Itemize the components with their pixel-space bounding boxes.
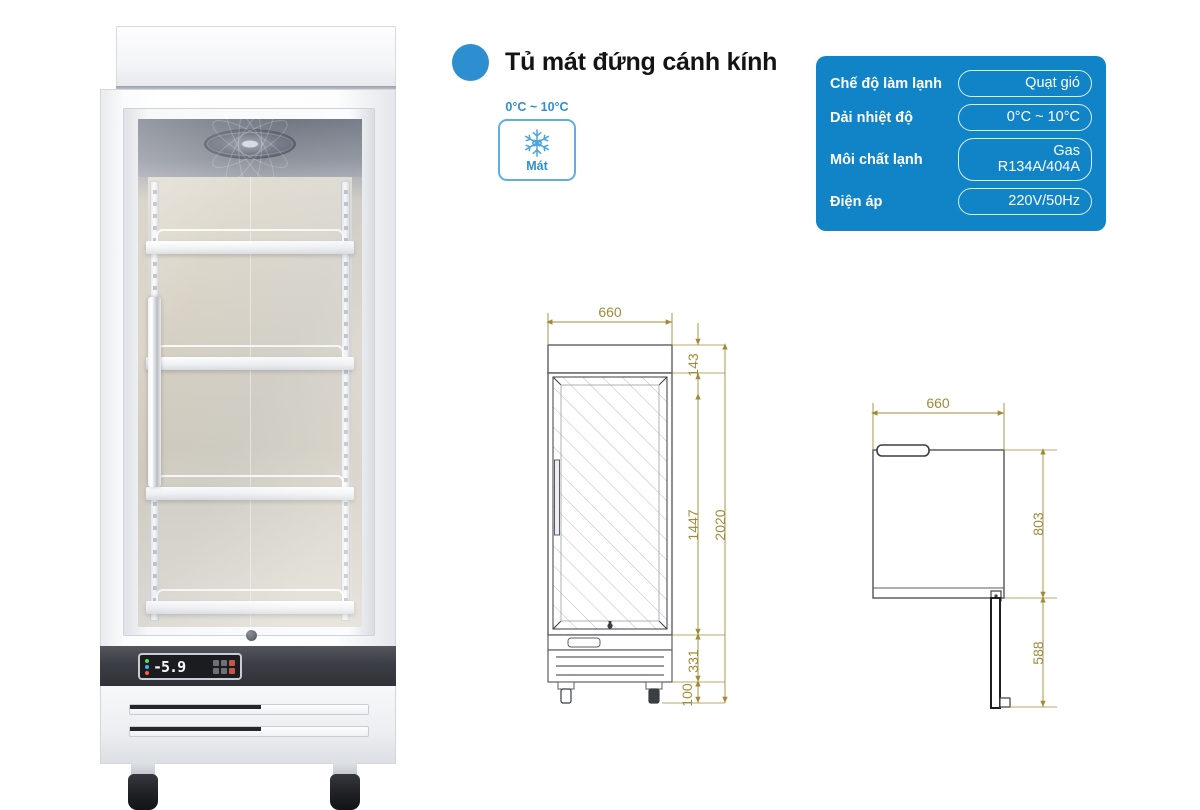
shelf-standard-right [341,181,350,621]
vent-louver [129,704,369,715]
control-button[interactable] [229,659,235,666]
led-blue-icon [145,664,149,669]
dim-front-total: 2020 [712,509,728,540]
shelf [146,229,354,254]
badge-label: Mát [526,158,548,173]
shelf [146,475,354,500]
spec-value: 0°C ~ 10°C [958,104,1092,131]
spec-row: Dải nhiệt độ 0°C ~ 10°C [830,104,1092,131]
dim-front-caster: 100 [679,683,695,707]
dim-top-width: 660 [926,395,950,411]
canopy-shadow [116,86,396,91]
shelf [146,345,354,370]
cabinet-canopy [116,26,396,88]
status-leds [145,658,149,675]
control-button[interactable] [221,659,227,666]
dim-top-depth: 803 [1030,512,1046,536]
spec-key: Điện áp [830,193,883,210]
spec-row: Điện áp 220V/50Hz [830,188,1092,215]
front-view-drawing: 660 143 1447 331 100 2020 [520,295,770,735]
shelf [146,589,354,614]
dim-front-canopy: 143 [685,353,701,377]
product-title-row: Tủ mát đứng cánh kính [452,44,777,81]
specification-panel: Chế độ làm lạnh Quạt gió Dải nhiệt độ 0°… [816,56,1106,231]
spec-value: 220V/50Hz [958,188,1092,215]
bullet-circle-icon [452,44,489,81]
control-button[interactable] [213,659,219,666]
snowflake-icon [525,128,549,157]
vent-louver [129,726,369,737]
control-button[interactable] [213,667,219,674]
control-button[interactable] [221,667,227,674]
product-photo: -5.9 [96,26,396,810]
caster-wheel [128,762,158,810]
page-title: Tủ mát đứng cánh kính [505,48,778,76]
door-handle[interactable] [148,297,161,487]
temperature-display[interactable]: -5.9 [138,653,242,680]
cabinet-interior [138,119,362,627]
base-plinth [100,686,396,764]
temperature-badge: 0°C ~ 10°C Mát [498,100,576,181]
fan-icon [204,119,296,188]
led-red-icon [145,670,149,675]
display-readout: -5.9 [153,657,186,676]
glass-door-frame [123,108,375,636]
spec-key: Dải nhiệt độ [830,109,913,126]
spec-value: Gas R134A/404A [958,138,1092,181]
spec-row: Môi chất lạnh Gas R134A/404A [830,138,1092,181]
spec-key: Môi chất lạnh [830,151,923,168]
spec-key: Chế độ làm lạnh [830,75,942,92]
top-view-drawing: 660 803 588 [865,385,1095,725]
dim-front-door: 1447 [685,509,701,540]
spec-value: Quạt gió [958,70,1092,97]
badge-range-label: 0°C ~ 10°C [505,100,569,114]
back-panel-seam [250,177,251,627]
control-buttons[interactable] [213,659,235,674]
dim-front-width: 660 [598,304,622,320]
control-button[interactable] [229,667,235,674]
caster-wheel [330,762,360,810]
spec-row: Chế độ làm lạnh Quạt gió [830,70,1092,97]
door-lock-icon[interactable] [246,630,257,641]
control-panel: -5.9 [100,646,396,686]
dim-top-door-swing: 588 [1030,641,1046,665]
badge-box: Mát [498,119,576,181]
led-green-icon [145,658,149,663]
fan-housing [138,119,362,188]
dim-front-base: 331 [685,649,701,673]
cabinet-body [100,89,396,649]
